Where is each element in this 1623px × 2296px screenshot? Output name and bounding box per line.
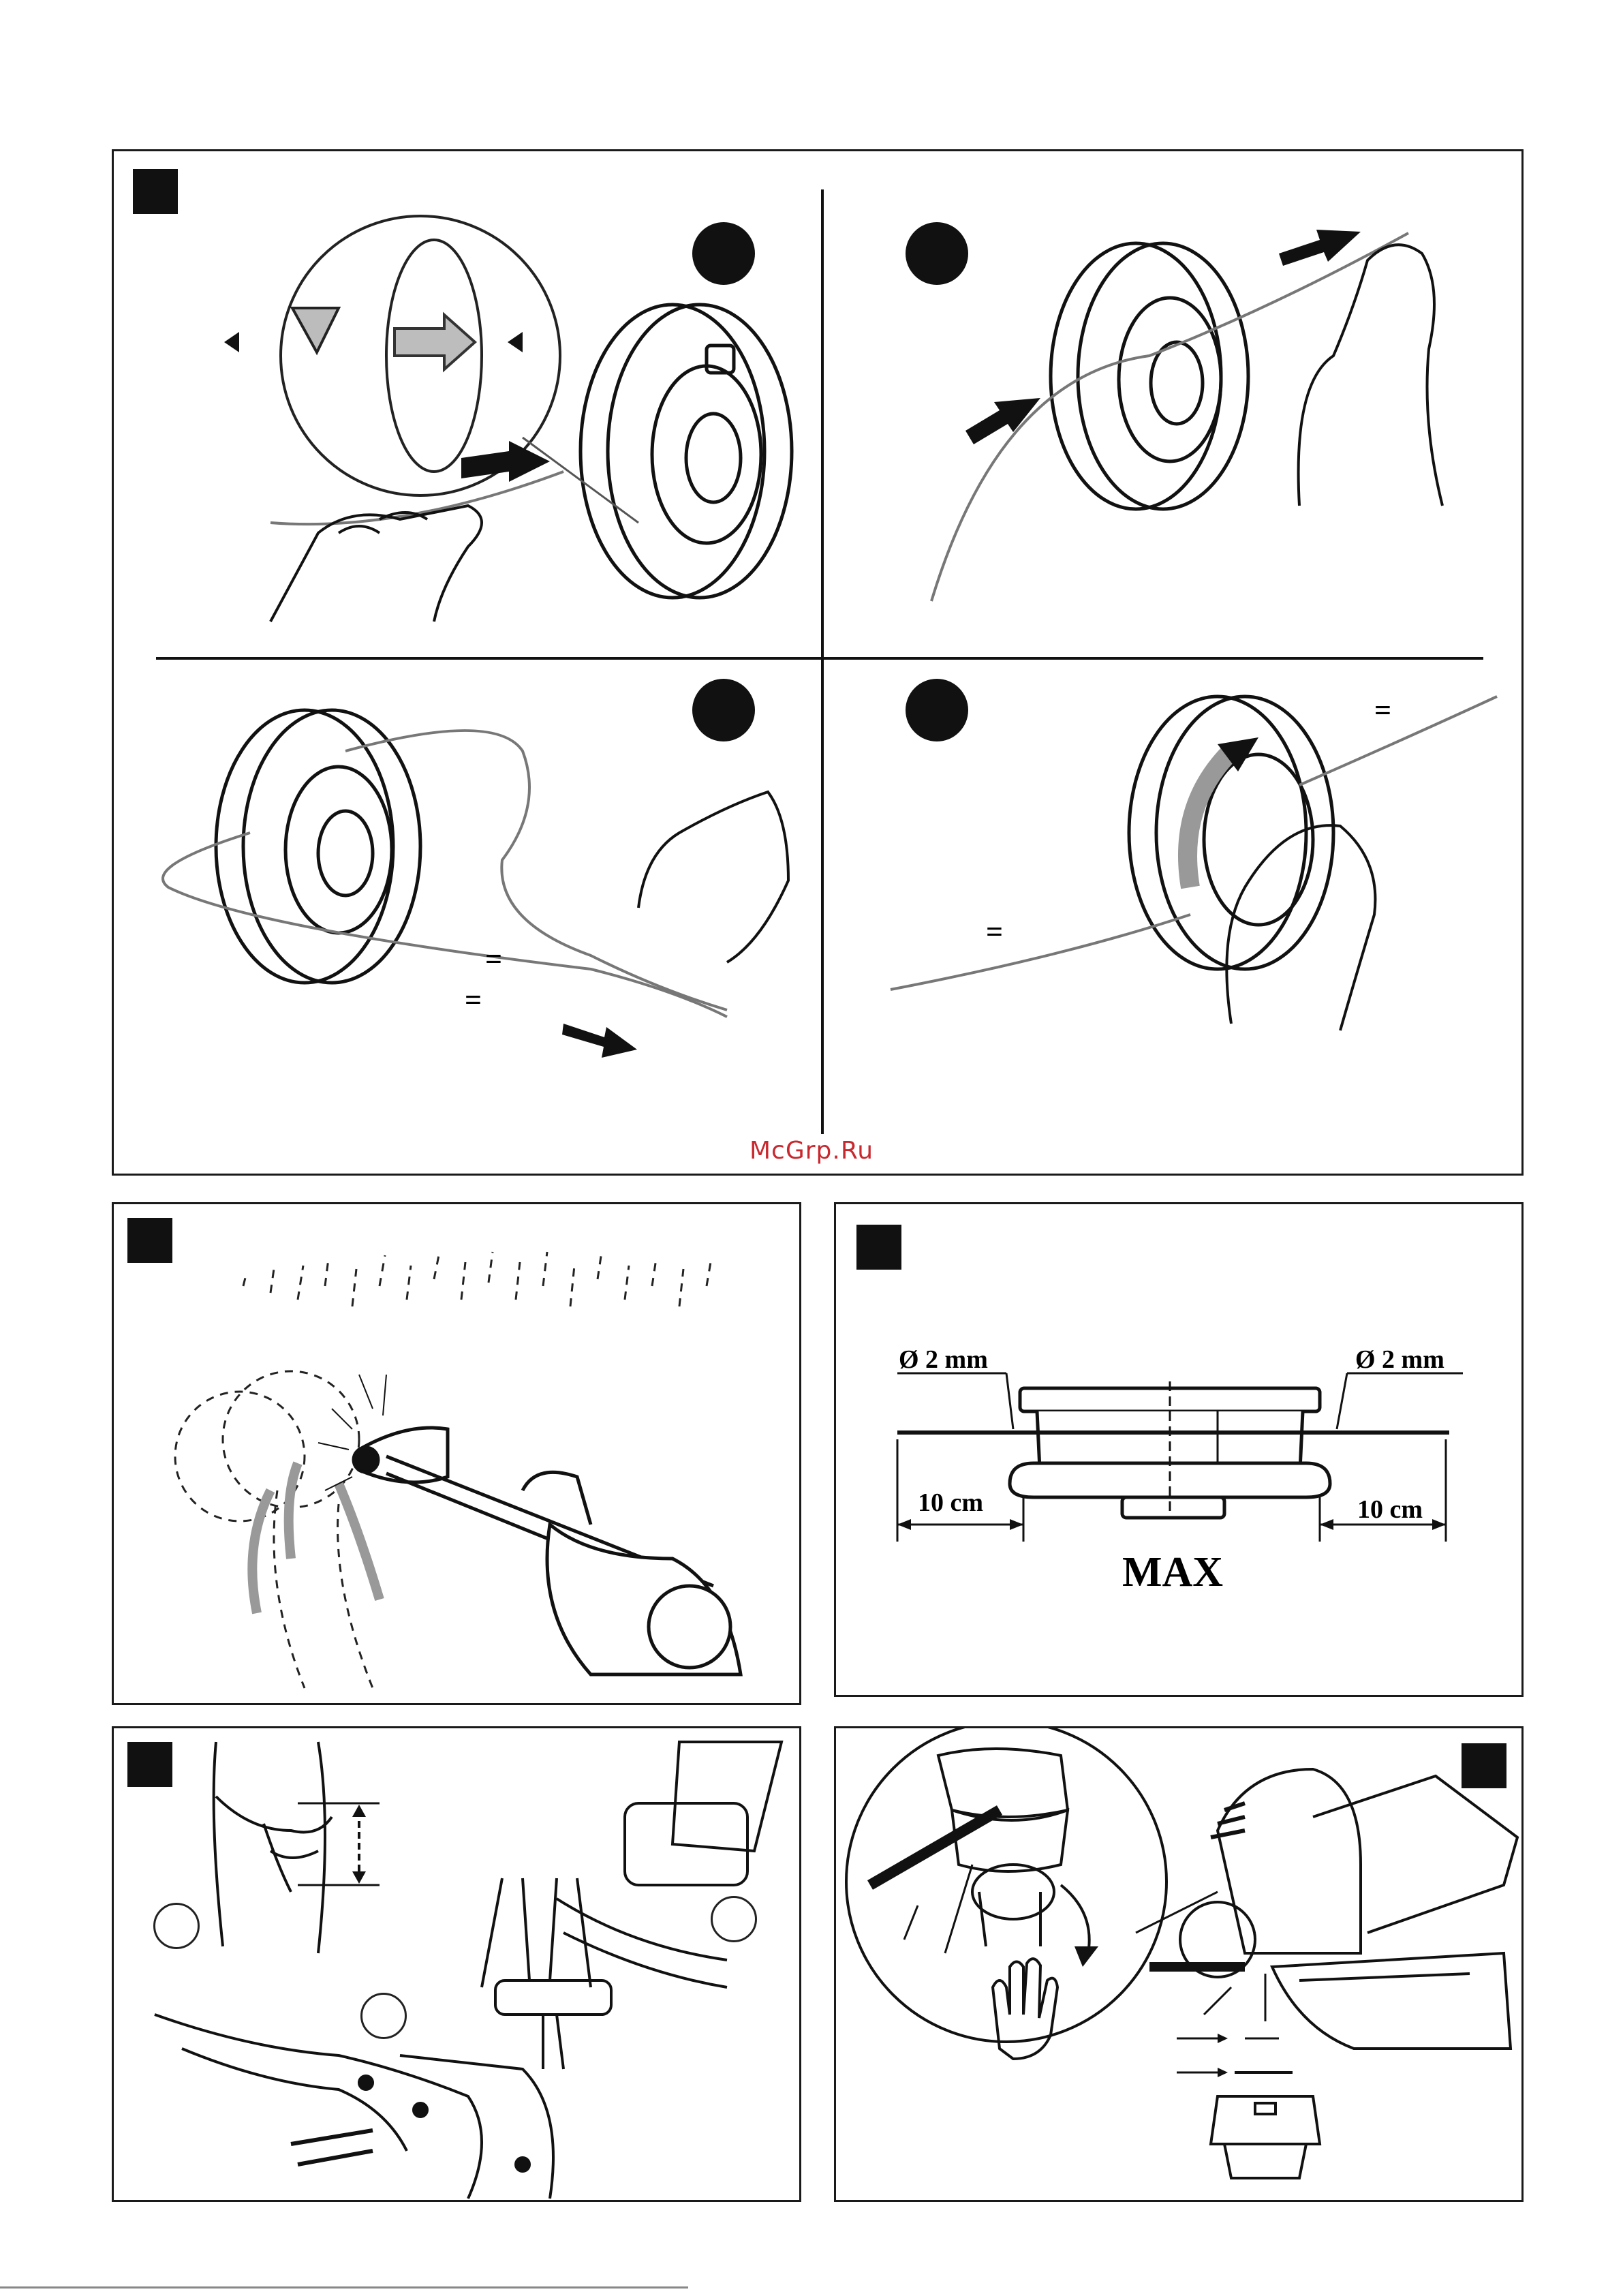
figure-d-panel [112,1726,801,2202]
figure-e-panel [834,1726,1524,2202]
stop-hand-icon [993,1959,1057,2059]
hand-icon [638,792,788,962]
left-length-label: 10 cm [918,1488,983,1517]
spool-head-icon [1010,1388,1330,1518]
arrow-icon [562,1024,637,1058]
equal-mark: = [485,943,502,976]
watermark: McGrp.Ru [749,1137,874,1165]
left-diameter-label: Ø 2 mm [899,1345,988,1374]
step-3-badge [692,679,755,741]
equal-mark: = [986,915,1003,949]
arrow-icon [965,398,1040,444]
step-4-badge [906,679,968,741]
right-diameter-label: Ø 2 mm [1355,1345,1444,1374]
spool-icon [1051,243,1248,509]
figure-d-drawing [114,1728,799,2200]
hand-icon [1299,245,1442,506]
strap-buckle-icon [557,1742,782,1987]
spool-icon [581,305,792,598]
right-length-label: 10 cm [1357,1495,1423,1524]
hand-icon [1226,825,1375,1030]
footer-rule [0,2286,688,2289]
trimmer-icon [155,2015,553,2199]
trimmer-icon [1180,1769,1517,2049]
figure-e-drawing [836,1728,1521,2200]
figure-b-drawing [114,1204,799,1703]
arrow-icon [1279,230,1361,266]
magnifier-callout [281,216,638,523]
step-1-badge [692,222,755,285]
figure-c-drawing: Ø 2 mm Ø 2 mm 10 cm 10 cm MAX [836,1204,1521,1695]
max-label: MAX [1122,1549,1223,1595]
figure-c-panel: Ø 2 mm Ø 2 mm 10 cm 10 cm MAX [834,1202,1524,1697]
figure-a-drawing: = = = = [114,151,1521,1174]
person-icon [214,1742,332,1953]
harness-icon [482,1878,611,2069]
equal-mark: = [1374,694,1391,727]
step-2-badge [906,222,968,285]
trimmer-icon [354,1428,741,1674]
figure-b-panel [112,1202,801,1705]
equal-mark: = [465,983,482,1017]
figure-a-panel: = = = = [112,149,1524,1176]
spool-head-icon [1211,2096,1320,2178]
